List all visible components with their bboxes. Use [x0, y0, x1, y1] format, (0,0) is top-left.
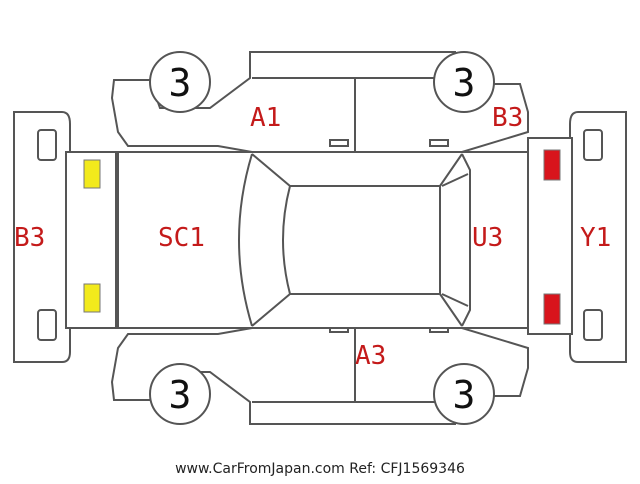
reference-footer: www.CarFromJapan.com Ref: CFJ1569346	[175, 461, 465, 477]
tire-rear-right-label: 3	[453, 373, 476, 417]
top-view-body	[117, 151, 529, 329]
headlight-left-marker	[83, 159, 101, 189]
tire-front-left-label: 3	[169, 61, 192, 105]
tire-rear-left-label: 3	[453, 61, 476, 105]
left-rear-quarter-code: B3	[492, 103, 523, 133]
taillight-upper-marker	[543, 149, 561, 181]
trunk-code: U3	[472, 223, 503, 253]
front-bumper-code: B3	[14, 223, 45, 253]
rear-lights	[527, 137, 573, 335]
hood-code: SC1	[158, 223, 205, 253]
tire-front-right: 3	[149, 363, 211, 425]
tire-front-left: 3	[149, 51, 211, 113]
tire-front-right-label: 3	[169, 373, 192, 417]
taillight-lower-marker	[543, 293, 561, 325]
rear-bumper-code: Y1	[580, 223, 611, 253]
headlight-right-marker	[83, 283, 101, 313]
front-lights	[65, 151, 117, 329]
front-bumper	[13, 111, 71, 363]
right-doors-code: A3	[355, 341, 386, 371]
left-doors-code: A1	[250, 103, 281, 133]
left-side-body	[110, 51, 529, 153]
rear-bumper	[569, 111, 627, 363]
tire-rear-right: 3	[433, 363, 495, 425]
tire-rear-left: 3	[433, 51, 495, 113]
